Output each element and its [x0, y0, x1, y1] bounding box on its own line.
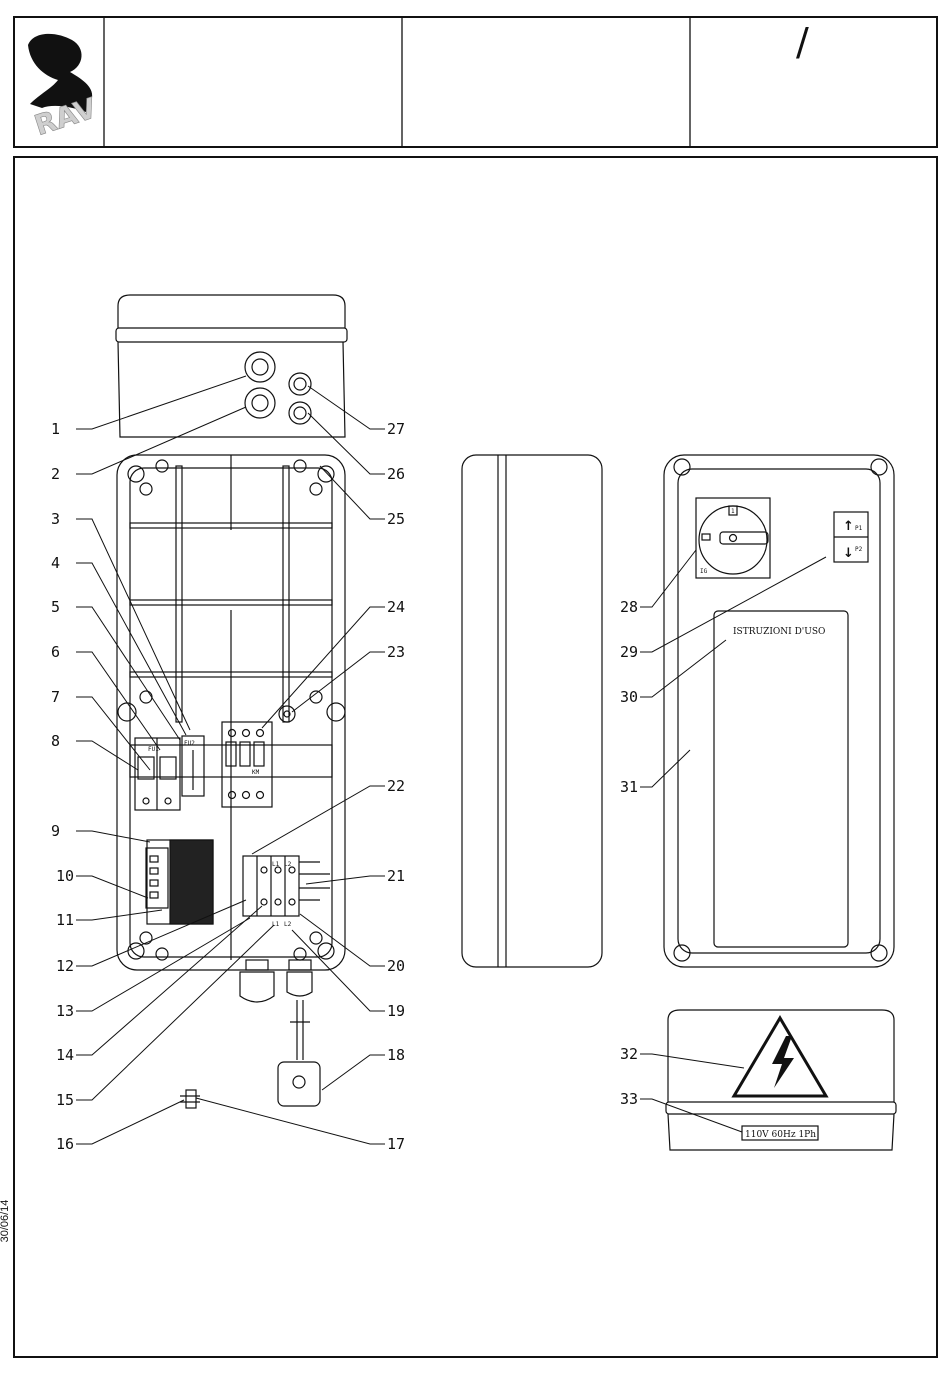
- terminal-l1-label: L1: [272, 861, 280, 868]
- revision-date: 30/06/14: [0, 1199, 13, 1243]
- callout-27: 27: [387, 420, 405, 438]
- callout-12: 12: [56, 957, 74, 975]
- p1-label: P1: [855, 525, 863, 532]
- callout-16: 16: [56, 1135, 74, 1153]
- callout-28: 28: [620, 598, 638, 616]
- callout-24: 24: [387, 598, 405, 616]
- callout-17: 17: [387, 1135, 405, 1153]
- km-label: KM: [252, 769, 260, 776]
- callout-32: 32: [620, 1045, 638, 1063]
- callout-22: 22: [387, 777, 405, 795]
- callout-26: 26: [387, 465, 405, 483]
- callout-31: 31: [620, 778, 638, 796]
- callout-8: 8: [51, 732, 60, 750]
- callout-23: 23: [387, 643, 405, 661]
- fu2-label: FU2: [184, 740, 195, 747]
- callout-9: 9: [51, 822, 60, 840]
- callout-30: 30: [620, 688, 638, 706]
- callout-11: 11: [56, 911, 74, 929]
- p2-label: P2: [855, 546, 863, 553]
- callout-18: 18: [387, 1046, 405, 1064]
- terminal-l2-label: L2: [284, 861, 292, 868]
- terminal-l1b-label: L1: [272, 921, 280, 928]
- callout-7: 7: [51, 688, 60, 706]
- callout-13: 13: [56, 1002, 74, 1020]
- callout-1: 1: [51, 420, 60, 438]
- callout-20: 20: [387, 957, 405, 975]
- callout-10: 10: [56, 867, 74, 885]
- instructions-label: ISTRUZIONI D'USO: [733, 627, 825, 637]
- p2-arrow-icon: ↓: [843, 546, 854, 561]
- title-cell-mark: /: [796, 20, 809, 64]
- callout-25: 25: [387, 510, 405, 528]
- callout-4: 4: [51, 554, 60, 572]
- callout-15: 15: [56, 1091, 74, 1109]
- callout-3: 3: [51, 510, 60, 528]
- callout-21: 21: [387, 867, 405, 885]
- callout-33: 33: [620, 1090, 638, 1108]
- callout-19: 19: [387, 1002, 405, 1020]
- callout-2: 2: [51, 465, 60, 483]
- rating-label: 110V 60Hz 1Ph: [745, 1130, 816, 1140]
- p1-arrow-icon: ↑: [843, 519, 854, 534]
- rav-logo: RAV: [28, 34, 101, 142]
- terminal-l2b-label: L2: [284, 921, 292, 928]
- callout-29: 29: [620, 643, 638, 661]
- callout-5: 5: [51, 598, 60, 616]
- callout-14: 14: [56, 1046, 74, 1064]
- switch-position-label: 1: [731, 508, 735, 515]
- ig-label: IG: [700, 568, 708, 575]
- callout-6: 6: [51, 643, 60, 661]
